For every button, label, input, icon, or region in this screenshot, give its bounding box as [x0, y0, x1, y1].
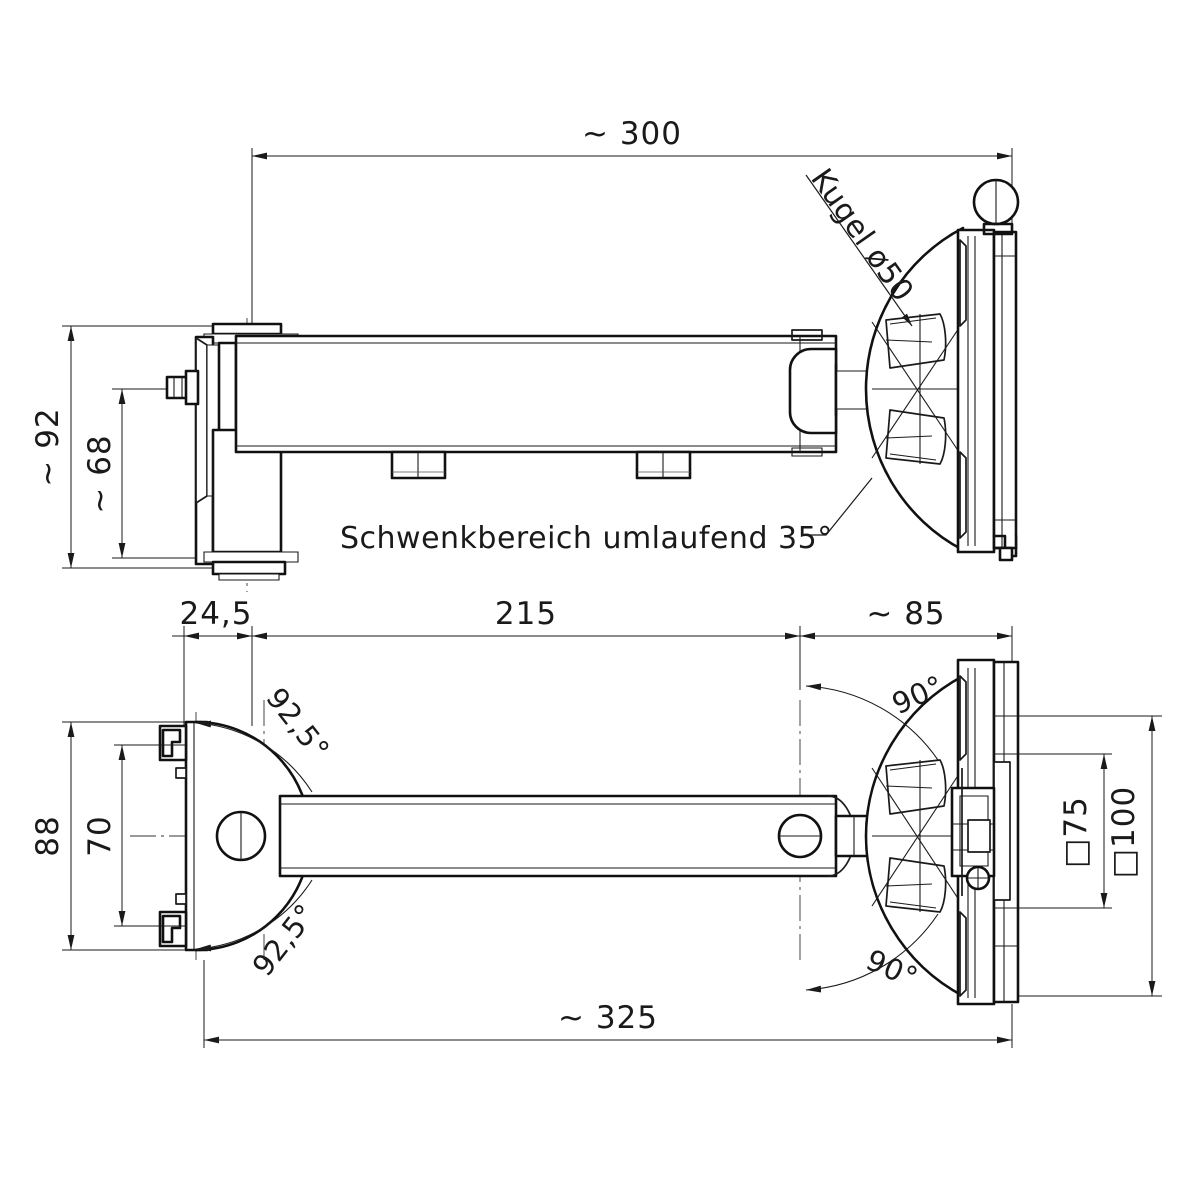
dim-label-wallplate-hole-spacing: 70 — [82, 815, 118, 856]
top-plan-view: 24,5 215 ~ 85 88 70 — [30, 596, 1162, 1048]
dim-label-vesa-100: □100 — [1106, 786, 1142, 878]
dimension-overall-height: ~ 92 — [30, 325, 250, 569]
dim-label-overall-length: ~ 300 — [582, 116, 682, 152]
dim-label-overall-height: ~ 92 — [30, 407, 66, 486]
dim-label-head-depth: ~ 85 — [866, 596, 945, 632]
dim-label-arm-length: 215 — [495, 596, 557, 632]
annotation-swivel-range: Schwenkbereich umlaufend 35° — [340, 477, 873, 556]
dimension-vesa-75: □75 — [1006, 753, 1112, 909]
annotation-label-swivel-range: Schwenkbereich umlaufend 35° — [340, 521, 833, 556]
dimension-overall-length: ~ 300 — [251, 116, 1013, 335]
wall-bracket-side — [165, 322, 299, 581]
extension-arm-side — [234, 329, 838, 480]
dimension-arm-height: ~ 68 — [82, 388, 232, 559]
dimension-vesa-100: □100 — [1016, 715, 1162, 997]
ball-joint-neck-side — [788, 347, 873, 435]
vesa-plate-side — [956, 178, 1020, 562]
dimension-head-depth: ~ 85 — [800, 596, 1013, 664]
dim-label-wallplate-width: 88 — [30, 815, 66, 856]
dimension-total-length: ~ 325 — [203, 960, 1013, 1048]
dimension-wallplate-width: 88 — [30, 721, 186, 951]
vesa-plate-plan — [950, 658, 1020, 1006]
dimension-arm-length: 215 — [252, 596, 801, 690]
dim-label-wallplate-offset: 24,5 — [179, 596, 252, 632]
dim-label-total-length: ~ 325 — [558, 1000, 658, 1036]
dim-label-arm-height: ~ 68 — [82, 434, 118, 513]
ball-dome-plan — [864, 674, 965, 998]
ball-dome-side — [864, 226, 965, 552]
extension-arm-plan — [278, 794, 855, 878]
dim-label-vesa-75: □75 — [1058, 796, 1094, 868]
